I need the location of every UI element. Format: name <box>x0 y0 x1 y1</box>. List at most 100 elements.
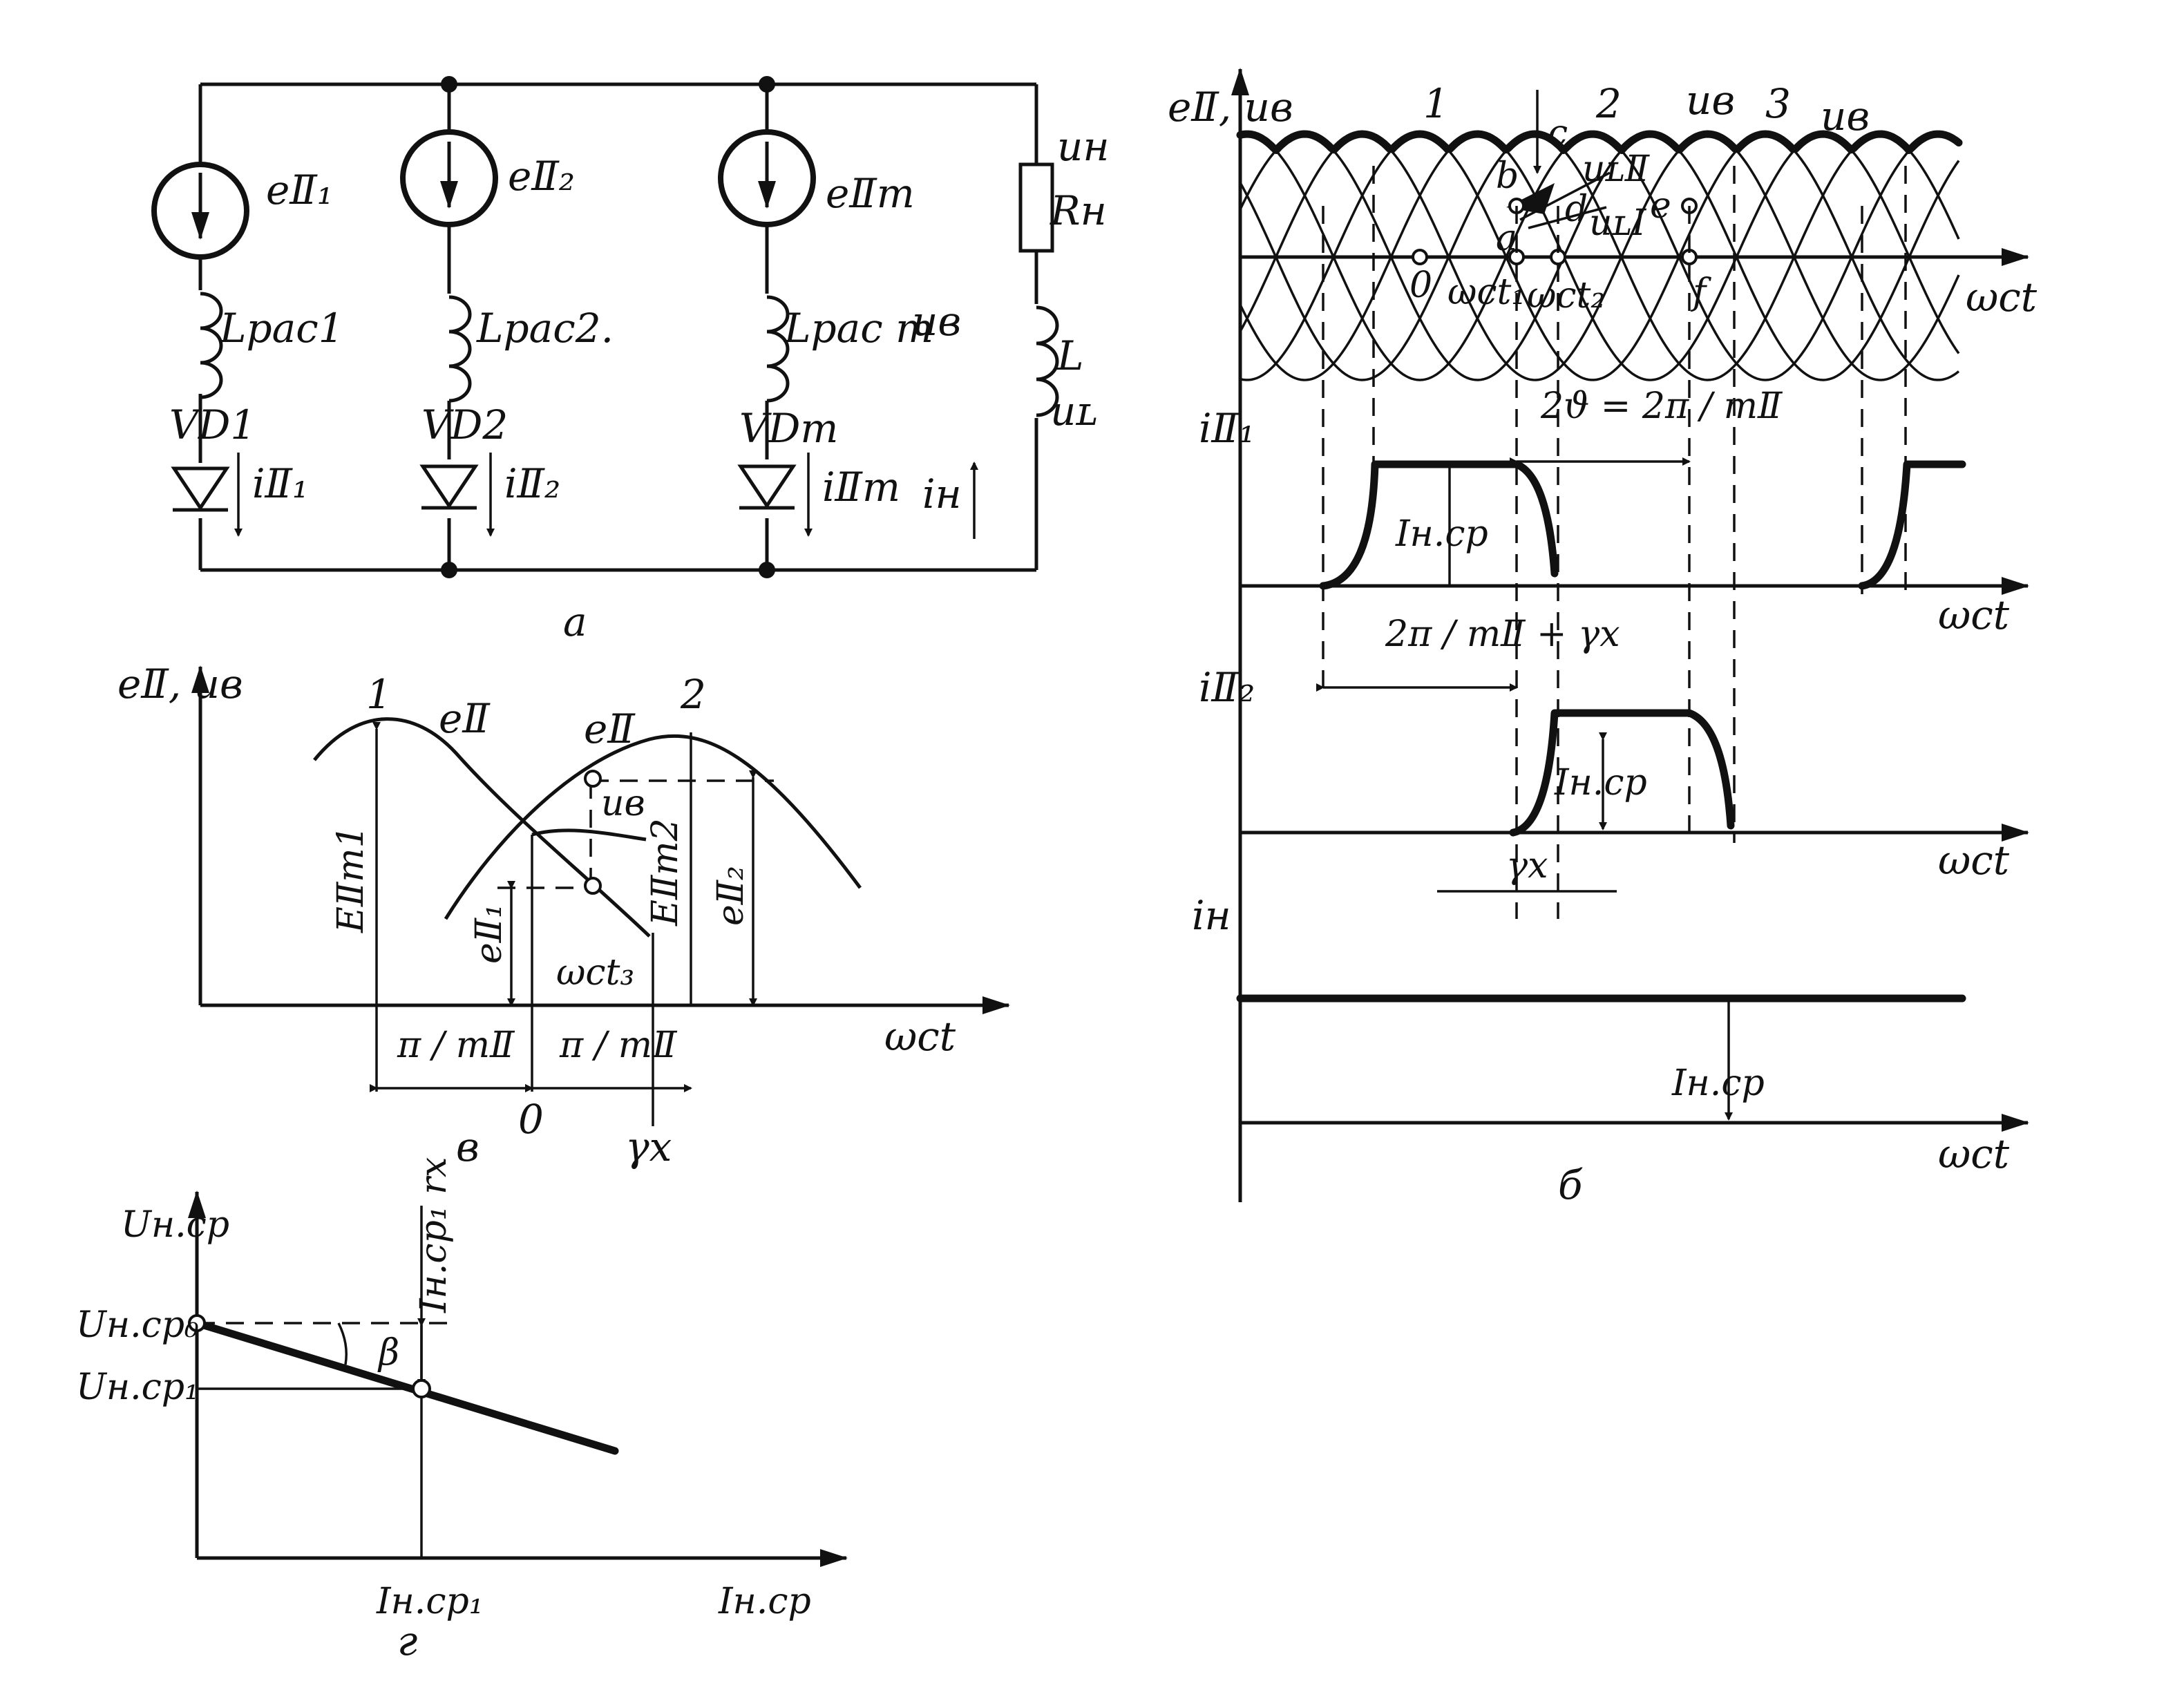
v-e1: eⅡ₁ <box>468 904 510 964</box>
b-i22-xlabel: ωсt <box>1938 837 2010 884</box>
panel-g-characteristic: Uн.ср Uн.ср₀ Uн.ср₁ Iн.ср₁ rх β Iн.ср₁ I… <box>76 1157 848 1664</box>
b-point-e: e <box>1650 185 1671 227</box>
g-drop: Iн.ср₁ rх <box>413 1157 455 1313</box>
b-i22-label: iⅡ₂ <box>1199 664 1255 711</box>
g-i1: Iн.ср₁ <box>376 1581 484 1622</box>
v-xlabel: ωсt <box>884 1013 956 1060</box>
b-point-c: c <box>1548 113 1568 154</box>
label-vd1: VD1 <box>169 401 256 448</box>
b-ih-label: iн <box>1192 892 1231 939</box>
v-gamma: γх <box>625 1123 672 1170</box>
b-gamma: γх <box>1506 845 1548 886</box>
branch-2 <box>400 129 498 537</box>
g-ylabel: Uн.ср <box>121 1204 229 1246</box>
v-t3: ωсt₃ <box>556 952 634 994</box>
label-i22: iⅡ₂ <box>504 460 560 507</box>
label-vdm: VDm <box>739 405 838 452</box>
label-lpac2: Lрас2. <box>476 305 614 352</box>
g-xlabel: Iн.ср <box>718 1581 811 1622</box>
b-wave-3: 3 <box>1765 80 1791 127</box>
g-characteristic-line <box>193 1319 619 1455</box>
g-beta: β <box>377 1332 399 1374</box>
b-rectified-voltage <box>1236 130 1963 154</box>
label-i21: iⅡ₁ <box>252 460 308 507</box>
panel-v-commutation: eⅡ, uв 1 2 eⅡ eⅡ uв EⅡm1 EⅡm2 eⅡ₂ eⅡ₁ ωс… <box>117 661 1010 1170</box>
label-ub: uв <box>912 298 961 345</box>
v-pi-m-1: π / mⅡ <box>397 1025 515 1066</box>
v-zero: 0 <box>518 1096 544 1143</box>
b-point-b: b <box>1496 155 1519 197</box>
b-ih-xlabel: ωсt <box>1938 1130 2010 1177</box>
label-e2m: eⅡm <box>826 170 915 217</box>
b-i21-label: iⅡ₁ <box>1199 405 1255 452</box>
caption-a: a <box>563 598 587 645</box>
caption-g: г <box>397 1617 417 1664</box>
label-l: L <box>1056 332 1084 379</box>
panel-a-circuit: eⅡ₁ Lрас1 VD1 iⅡ₁ eⅡ₂ Lрас2. VD2 iⅡ₂ eⅡm… <box>151 76 1110 645</box>
branch-1 <box>151 162 249 537</box>
b-ul1: uʟⅠ <box>1589 202 1647 244</box>
b-point-d: d <box>1565 189 1588 230</box>
v-wave-2: 2 <box>680 671 706 718</box>
label-vd2: VD2 <box>421 401 508 448</box>
diode-m <box>737 464 797 510</box>
v-e2: eⅡ₂ <box>710 866 752 926</box>
v-wave-1: 1 <box>366 671 392 718</box>
label-i2m: iⅡm <box>822 464 900 511</box>
label-ul: uʟ <box>1050 388 1098 435</box>
b-t2: ωсt₂ <box>1527 275 1605 316</box>
b-i21-ihcp: Iн.ср <box>1395 513 1488 555</box>
b-top-ylabel: eⅡ, uв <box>1168 84 1293 131</box>
v-ub: uв <box>601 783 645 824</box>
load-branch <box>970 162 1059 539</box>
g-u0: Uн.ср₀ <box>76 1304 199 1346</box>
b-ub-2: uв <box>1821 93 1870 140</box>
v-pi-m-2: π / mⅡ <box>559 1025 678 1066</box>
load-resistor <box>1018 162 1054 253</box>
b-point-a: a <box>1496 218 1517 259</box>
caption-v: в <box>456 1123 479 1170</box>
label-e21: eⅡ₁ <box>266 167 333 213</box>
label-rh: Rн <box>1050 187 1107 234</box>
b-i21-span: 2π / mⅡ + γх <box>1385 614 1620 655</box>
b-i21-waveform <box>1319 460 1559 590</box>
label-lpacm: Lрас m <box>784 305 933 352</box>
b-point-f: f <box>1690 272 1711 313</box>
b-top-xlabel: ωсt <box>1966 274 2038 321</box>
b-i22-waveform <box>1509 709 1735 837</box>
b-wave-1: 1 <box>1423 80 1449 127</box>
b-two-theta: 2ϑ = 2π / mⅡ <box>1540 386 1783 427</box>
load-inductor <box>1036 305 1059 417</box>
panel-b-waveforms: eⅡ, uв 1 2 3 uв uв c b uʟⅡ d uʟⅠ a e 0 ω… <box>1168 68 2038 1208</box>
v-e-label-1: eⅡ <box>439 695 491 742</box>
g-u1: Uн.ср₁ <box>76 1367 199 1408</box>
b-i22-ihcp: Iн.ср <box>1554 762 1647 804</box>
b-ul2: uʟⅡ <box>1582 149 1651 190</box>
b-point-0: 0 <box>1409 265 1432 306</box>
v-ylabel: eⅡ, uв <box>117 661 243 707</box>
v-ub-curve <box>531 828 647 842</box>
b-wave-2: 2 <box>1595 80 1622 127</box>
b-dashed-guides <box>1322 166 1907 919</box>
diode-1 <box>171 466 230 512</box>
inductor-1 <box>200 292 223 399</box>
inductor-m <box>766 295 790 403</box>
caption-b: б <box>1558 1161 1583 1208</box>
label-uh: uн <box>1057 123 1110 170</box>
b-i21-waveform-next <box>1858 460 1966 590</box>
v-em2: EⅡm2 <box>645 818 686 927</box>
diode-2 <box>419 464 479 510</box>
v-e2-curve <box>444 734 862 920</box>
branch-m <box>718 129 816 537</box>
b-ih-ihcp: Iн.ср <box>1671 1063 1765 1104</box>
label-e22: eⅡ₂ <box>508 153 575 200</box>
label-lpac1: Lрас1 <box>219 305 344 352</box>
b-ub-1: uв <box>1686 77 1735 124</box>
label-ih: iн <box>922 471 962 517</box>
v-em1: EⅡm1 <box>330 825 372 933</box>
b-t1: ωсt₁ <box>1447 272 1526 313</box>
b-i21-xlabel: ωсt <box>1938 591 2010 638</box>
inductor-2 <box>448 295 472 403</box>
v-e-label-2: eⅡ <box>584 705 636 752</box>
